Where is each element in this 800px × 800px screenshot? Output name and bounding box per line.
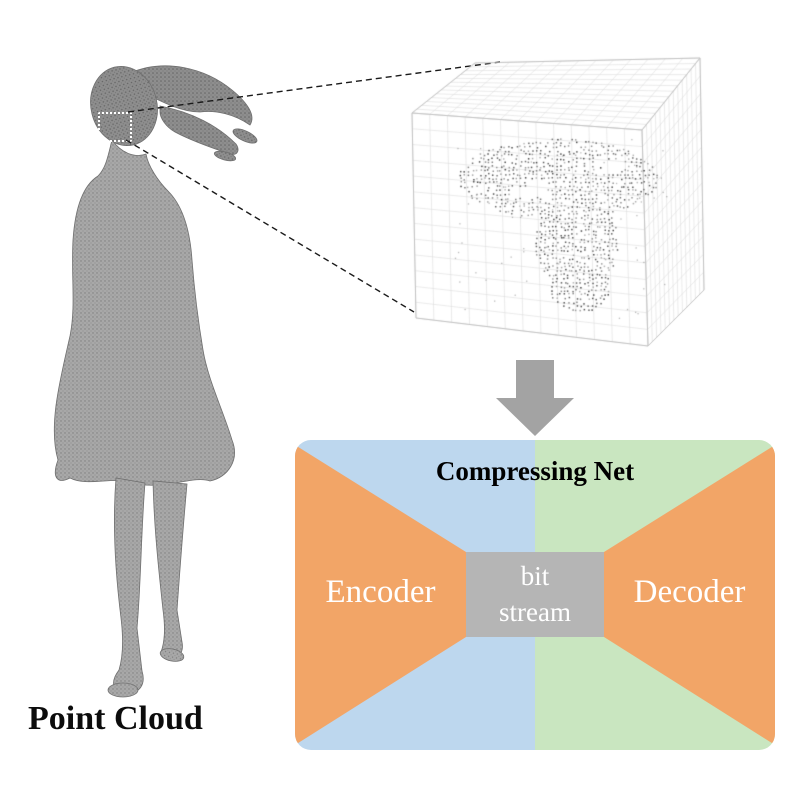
roi-box — [98, 112, 132, 142]
compressing-net-box: Compressing Net Encoder Decoder bit stre… — [295, 440, 775, 750]
encoder-funnel-shape — [295, 445, 466, 745]
decoder-funnel-shape — [604, 445, 775, 745]
figure-body — [53, 139, 235, 486]
bitstream-label-line2: stream — [499, 597, 571, 627]
point-cloud-label: Point Cloud — [28, 700, 203, 737]
bitstream-label: bit stream — [466, 558, 604, 630]
compressing-net-title: Compressing Net — [435, 456, 635, 486]
voxel-grid-cube — [380, 38, 720, 368]
compressing-net-shapes — [295, 440, 775, 750]
decoder-label: Decoder — [633, 574, 746, 610]
arrow-down-shape — [496, 360, 574, 436]
point-cloud-figure — [53, 65, 258, 698]
bitstream-label-line1: bit — [520, 561, 550, 591]
arrow-down-icon — [496, 360, 574, 436]
encoder-label: Encoder — [325, 574, 436, 610]
bitstream-box — [466, 552, 604, 637]
figure-legs — [107, 477, 188, 698]
